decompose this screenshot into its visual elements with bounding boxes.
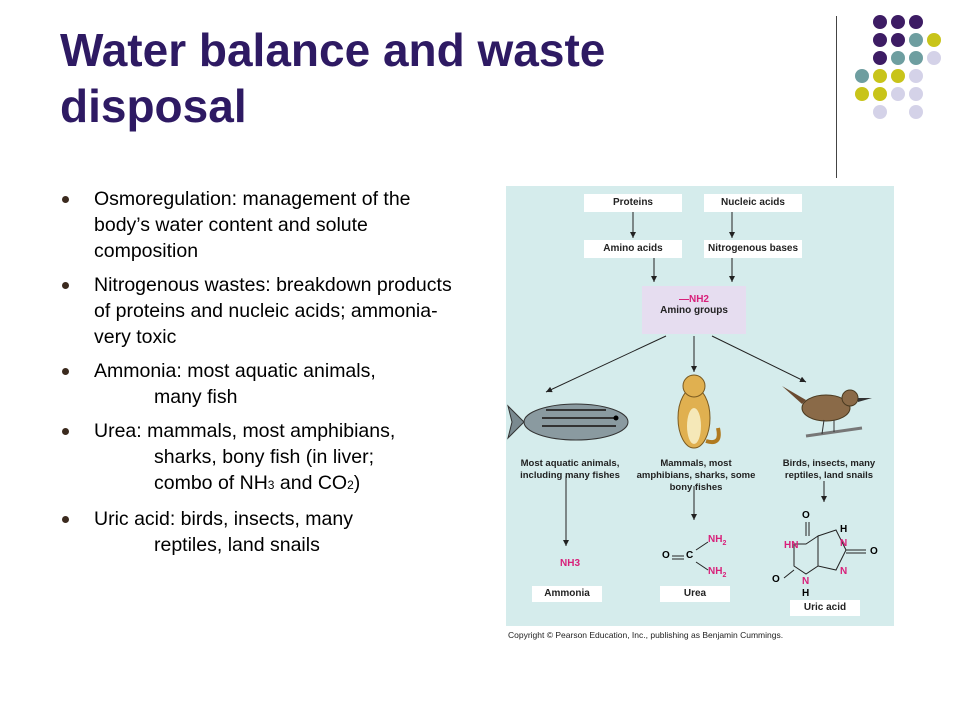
decorative-dot — [873, 69, 887, 83]
bullet-continuation: many fish — [154, 386, 238, 408]
decorative-dot — [927, 33, 941, 47]
decorative-dot — [909, 33, 923, 47]
amino-acids-box: Amino acids — [584, 240, 682, 258]
bullet-text: Urea: mammals, most amphibians, — [94, 420, 396, 442]
caption-aquatic: Most aquatic animals, including many fis… — [520, 458, 620, 481]
nitrogenous-bases-box: Nitrogenous bases — [704, 240, 802, 258]
decorative-dot — [855, 87, 869, 101]
urea-carbon: C — [686, 550, 694, 561]
bullet-item: Urea: mammals, most amphibians, sharks, … — [60, 418, 470, 498]
bullet-text: Osmoregulation: management of the body’s… — [94, 188, 411, 262]
decorative-dot — [909, 69, 923, 83]
decorative-dot — [909, 105, 923, 119]
diagram-arrows — [507, 212, 872, 579]
urea-oxygen: O — [662, 550, 670, 561]
nucleic-acids-box: Nucleic acids — [704, 194, 802, 212]
uric-acid-label: Uric acid — [790, 600, 860, 616]
decorative-dot — [873, 15, 887, 29]
decorative-dot — [927, 51, 941, 65]
copyright-text: Copyright © Pearson Education, Inc., pub… — [508, 630, 784, 640]
urea-nh2-bottom: NH2 — [708, 566, 727, 579]
decorative-dot — [873, 105, 887, 119]
decorative-dot — [891, 15, 905, 29]
bird-icon — [782, 386, 872, 438]
decorative-dot — [873, 51, 887, 65]
decorative-dot — [891, 69, 905, 83]
decorative-dot — [855, 69, 869, 83]
vertical-divider — [836, 16, 837, 178]
mammal-icon — [677, 374, 721, 449]
decorative-dot — [909, 51, 923, 65]
decorative-dot — [873, 33, 887, 47]
bullet-item: Osmoregulation: management of the body’s… — [60, 186, 470, 264]
bullet-continuation: reptiles, land snails — [154, 534, 320, 556]
decorative-dot — [909, 15, 923, 29]
bullet-continuation: sharks, bony fish (in liver; — [154, 446, 374, 468]
decorative-dot — [891, 51, 905, 65]
ammonia-label: Ammonia — [532, 586, 602, 602]
fish-icon — [507, 403, 629, 441]
decorative-dot-grid — [855, 15, 941, 119]
urea-label: Urea — [660, 586, 730, 602]
decorative-dot — [909, 87, 923, 101]
bullet-text: Ammonia: most aquatic animals, — [94, 360, 376, 382]
ammonia-formula: NH3 — [560, 558, 581, 569]
bullet-item: Ammonia: most aquatic animals, many fish — [60, 358, 470, 410]
decorative-dot — [891, 33, 905, 47]
proteins-box: Proteins — [584, 194, 682, 212]
nh2-label: —NH2 — [678, 294, 709, 305]
bullet-text: Nitrogenous wastes: breakdown products o… — [94, 274, 452, 348]
bullet-continuation: combo of NH3 and CO2) — [154, 472, 361, 494]
caption-birds: Birds, insects, many reptiles, land snai… — [782, 458, 876, 481]
amino-groups-label: Amino groups — [660, 305, 728, 316]
decorative-dot — [873, 87, 887, 101]
bullet-item: Nitrogenous wastes: breakdown products o… — [60, 272, 470, 350]
bullet-list: Osmoregulation: management of the body’s… — [60, 186, 470, 566]
urea-nh2-top: NH2 — [708, 534, 727, 547]
decorative-dot — [891, 87, 905, 101]
caption-mammals: Mammals, most amphibians, sharks, some b… — [636, 458, 756, 493]
nitrogenous-waste-diagram: Proteins Nucleic acids Amino acids Nitro… — [506, 186, 894, 626]
bullet-item: Uric acid: birds, insects, many reptiles… — [60, 506, 470, 558]
amino-groups-box: —NH2 Amino groups — [642, 286, 746, 334]
slide-title: Water balance and waste disposal — [60, 24, 606, 132]
bullet-text: Uric acid: birds, insects, many — [94, 508, 353, 530]
